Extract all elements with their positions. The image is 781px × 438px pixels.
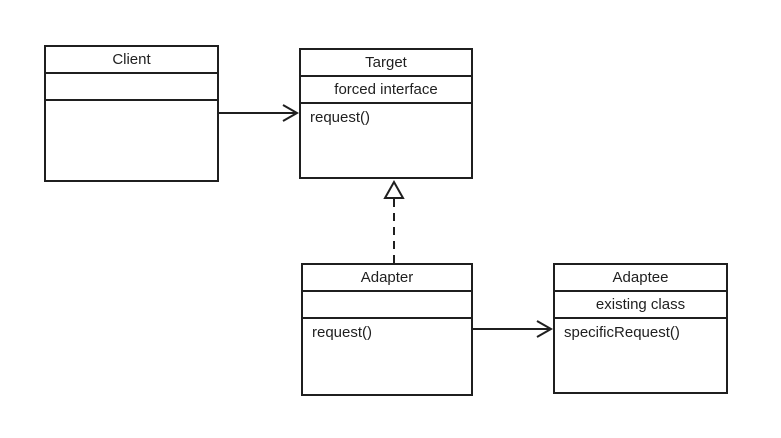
class-box-adapter: Adapter request(): [301, 263, 473, 396]
class-adaptee-attributes: existing class: [555, 292, 726, 319]
class-adapter-attributes: [303, 292, 471, 319]
class-box-target: Target forced interface request(): [299, 48, 473, 179]
class-client-methods: [46, 101, 217, 180]
class-target-name: Target: [301, 50, 471, 77]
class-client-attributes: [46, 74, 217, 101]
class-client-name: Client: [46, 47, 217, 74]
association-arrow-client-to-target: [219, 104, 300, 122]
class-adaptee-methods: specificRequest(): [564, 324, 680, 341]
class-adaptee-name: Adaptee: [555, 265, 726, 292]
class-adapter-methods: request(): [312, 324, 373, 341]
class-box-client: Client: [44, 45, 219, 182]
realization-arrow-adapter-to-target: [383, 179, 405, 263]
class-target-methods: request(): [310, 109, 371, 126]
class-target-attributes: forced interface: [301, 77, 471, 104]
class-box-adaptee: Adaptee existing class specificRequest(): [553, 263, 728, 394]
association-arrow-adapter-to-adaptee: [473, 320, 554, 338]
class-adapter-name: Adapter: [303, 265, 471, 292]
